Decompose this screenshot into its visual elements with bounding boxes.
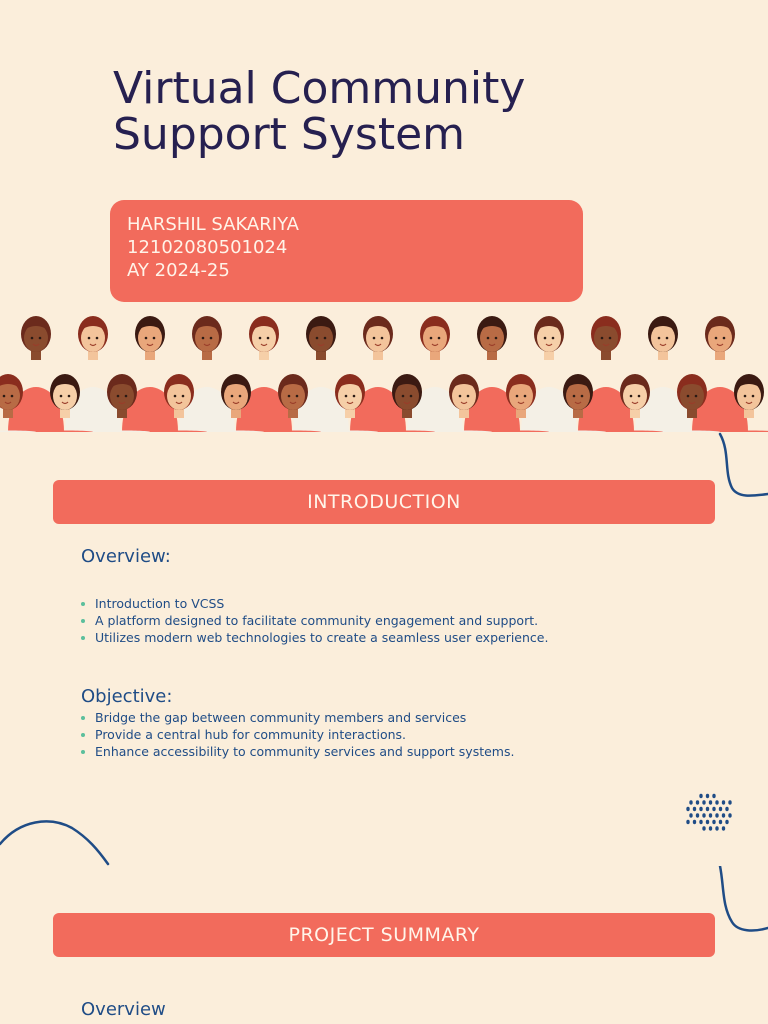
wave-decoration <box>0 820 110 866</box>
project-summary-slide: PROJECT SUMMARY Overview <box>0 866 768 1024</box>
list-item: Utilizes modern web technologies to crea… <box>79 629 548 646</box>
list-item: A platform designed to facilitate commun… <box>79 612 548 629</box>
overview-list: Introduction to VCSS A platform designed… <box>79 595 548 646</box>
academic-year: AY 2024-25 <box>127 260 230 281</box>
introduction-slide: INTRODUCTION Overview: Introduction to V… <box>0 432 768 866</box>
dot-pattern-decoration <box>686 793 732 831</box>
list-item: Introduction to VCSS <box>79 595 548 612</box>
list-item: Bridge the gap between community members… <box>79 709 514 726</box>
list-item: Enhance accessibility to community servi… <box>79 743 514 760</box>
list-item: Provide a central hub for community inte… <box>79 726 514 743</box>
squiggle-decoration <box>718 432 768 497</box>
title-line-1: Virtual Community <box>113 63 526 114</box>
objective-list: Bridge the gap between community members… <box>79 709 514 760</box>
title-slide: Virtual Community Support System HARSHIL… <box>0 0 768 432</box>
title-line-2: Support System <box>113 109 465 160</box>
enrollment-number: 12102080501024 <box>127 237 288 258</box>
summary-overview-heading: Overview <box>81 999 166 1020</box>
project-summary-banner: PROJECT SUMMARY <box>53 913 715 957</box>
author-info-box: HARSHIL SAKARIYA 12102080501024 AY 2024-… <box>110 200 583 302</box>
crowd-illustration <box>0 316 768 432</box>
overview-heading: Overview: <box>81 546 171 567</box>
introduction-banner: INTRODUCTION <box>53 480 715 524</box>
presentation-title: Virtual Community Support System <box>113 66 673 158</box>
objective-heading: Objective: <box>81 686 173 707</box>
author-name: HARSHIL SAKARIYA <box>127 214 299 235</box>
squiggle-decoration <box>718 866 768 932</box>
